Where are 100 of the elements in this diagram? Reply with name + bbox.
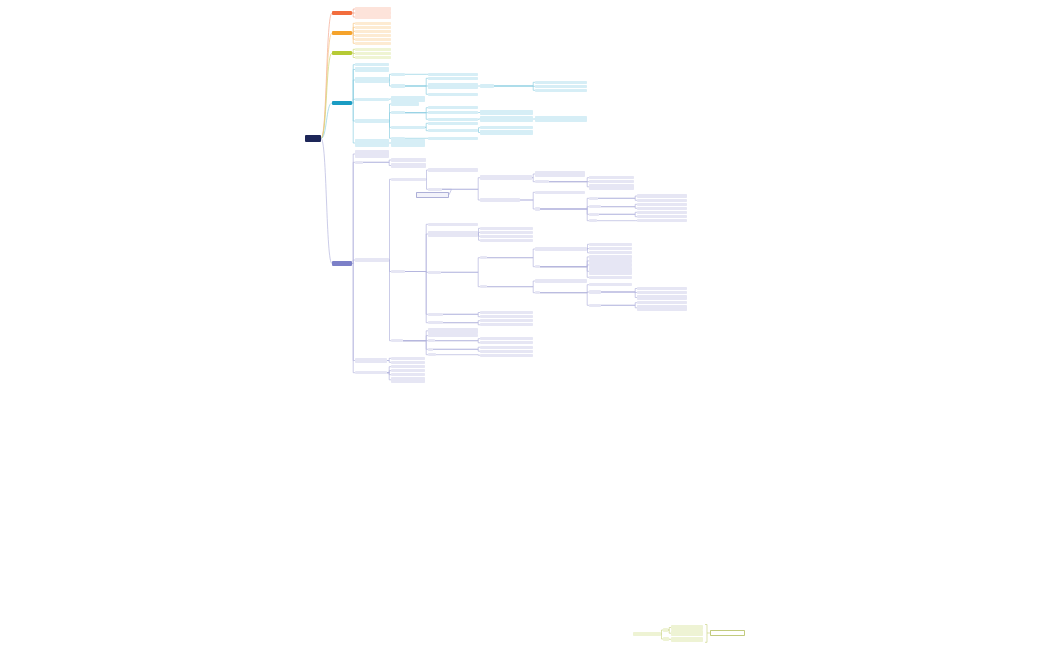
subtopic-box bbox=[671, 636, 703, 643]
subtopic-box bbox=[480, 310, 533, 315]
connector-line bbox=[425, 178, 429, 190]
connector-line bbox=[351, 98, 356, 104]
subtopic-box bbox=[480, 174, 532, 181]
subtopic-box bbox=[633, 632, 661, 636]
summary-box bbox=[710, 630, 745, 636]
connector-line bbox=[388, 142, 392, 144]
connector-line bbox=[388, 259, 392, 342]
connector-line bbox=[667, 629, 672, 634]
connector-line bbox=[441, 188, 452, 196]
connector-line bbox=[404, 73, 429, 75]
subtopic-box bbox=[355, 15, 391, 19]
subtopic-box bbox=[355, 66, 389, 73]
subtopic-box bbox=[663, 628, 668, 632]
connector-line bbox=[404, 112, 429, 120]
subtopic-box bbox=[480, 126, 533, 130]
subtopic-box bbox=[428, 121, 478, 125]
subtopic-box bbox=[355, 357, 387, 364]
connector-line bbox=[600, 206, 638, 209]
connector-line bbox=[351, 52, 356, 58]
connector-line bbox=[388, 98, 392, 100]
connector-line bbox=[362, 161, 392, 166]
subtopic-box bbox=[355, 41, 391, 45]
subtopic-box bbox=[428, 76, 478, 80]
subtopic-box bbox=[391, 125, 425, 129]
connector-line bbox=[586, 248, 590, 254]
subtopic-box bbox=[428, 347, 433, 351]
subtopic-box bbox=[535, 291, 540, 295]
subtopic-box bbox=[428, 83, 478, 89]
subtopic-box bbox=[355, 7, 391, 11]
subtopic-box bbox=[355, 77, 389, 83]
subtopic-box bbox=[391, 111, 405, 115]
connector-line bbox=[600, 304, 638, 309]
subtopic-box bbox=[355, 139, 389, 147]
connector-line bbox=[532, 118, 536, 120]
subtopic-box bbox=[355, 160, 363, 164]
callout-box bbox=[416, 192, 449, 198]
subtopic-box bbox=[428, 328, 478, 334]
connector-line bbox=[320, 52, 333, 139]
subtopic-box bbox=[355, 21, 391, 25]
connector-line bbox=[351, 26, 356, 34]
main-topic-box bbox=[332, 50, 352, 56]
connector-line bbox=[477, 227, 481, 235]
subtopic-box bbox=[428, 136, 478, 140]
connector-line bbox=[531, 177, 536, 183]
connector-line bbox=[404, 137, 429, 139]
subtopic-box bbox=[428, 187, 442, 191]
connector-line bbox=[351, 102, 356, 144]
subtopic-box bbox=[535, 207, 540, 211]
connector-line bbox=[388, 79, 392, 87]
connector-line bbox=[486, 286, 536, 294]
subtopic-box bbox=[428, 72, 478, 76]
subtopic-box bbox=[391, 136, 405, 140]
central-topic-box bbox=[305, 135, 321, 142]
subtopic-box bbox=[535, 88, 587, 92]
subtopic-box bbox=[589, 303, 601, 307]
subtopic-box bbox=[428, 353, 436, 357]
subtopic-box bbox=[589, 246, 632, 251]
subtopic-box bbox=[589, 219, 597, 223]
subtopic-box bbox=[480, 256, 487, 260]
subtopic-box bbox=[428, 111, 478, 115]
subtopic-box bbox=[391, 339, 403, 343]
connector-line bbox=[388, 73, 392, 81]
subtopic-box bbox=[535, 116, 587, 122]
connector-line bbox=[351, 259, 356, 264]
subtopic-box bbox=[480, 109, 533, 116]
subtopic-box bbox=[428, 333, 478, 338]
connector-line bbox=[386, 372, 392, 381]
connector-line bbox=[519, 199, 536, 210]
subtopic-box bbox=[637, 286, 687, 291]
subtopic-box bbox=[391, 162, 426, 169]
subtopic-box bbox=[391, 269, 405, 274]
connector-line bbox=[386, 357, 392, 361]
subtopic-box bbox=[671, 624, 703, 631]
subtopic-box bbox=[671, 630, 703, 636]
subtopic-box bbox=[428, 231, 478, 237]
connector-line bbox=[388, 178, 392, 261]
connector-line bbox=[388, 120, 392, 139]
connector-line bbox=[660, 629, 664, 635]
connector-line bbox=[351, 8, 356, 14]
subtopic-box bbox=[355, 29, 391, 33]
connector-line bbox=[596, 220, 638, 222]
connector-line bbox=[600, 291, 638, 298]
connector-line bbox=[586, 243, 590, 250]
subtopic-box bbox=[589, 184, 634, 190]
connector-line bbox=[351, 32, 356, 44]
connector-line bbox=[486, 257, 536, 268]
connector-line bbox=[598, 213, 638, 218]
connector-line bbox=[477, 130, 481, 133]
subtopic-box bbox=[535, 80, 587, 84]
subtopic-box bbox=[355, 33, 391, 37]
subtopic-box bbox=[535, 265, 540, 269]
subtopic-box bbox=[391, 139, 425, 147]
subtopic-box bbox=[391, 84, 405, 88]
connector-line bbox=[351, 48, 356, 54]
connector-line bbox=[351, 12, 356, 18]
subtopic-box bbox=[391, 102, 419, 106]
connector-line bbox=[493, 85, 536, 91]
connector-line bbox=[531, 173, 536, 179]
